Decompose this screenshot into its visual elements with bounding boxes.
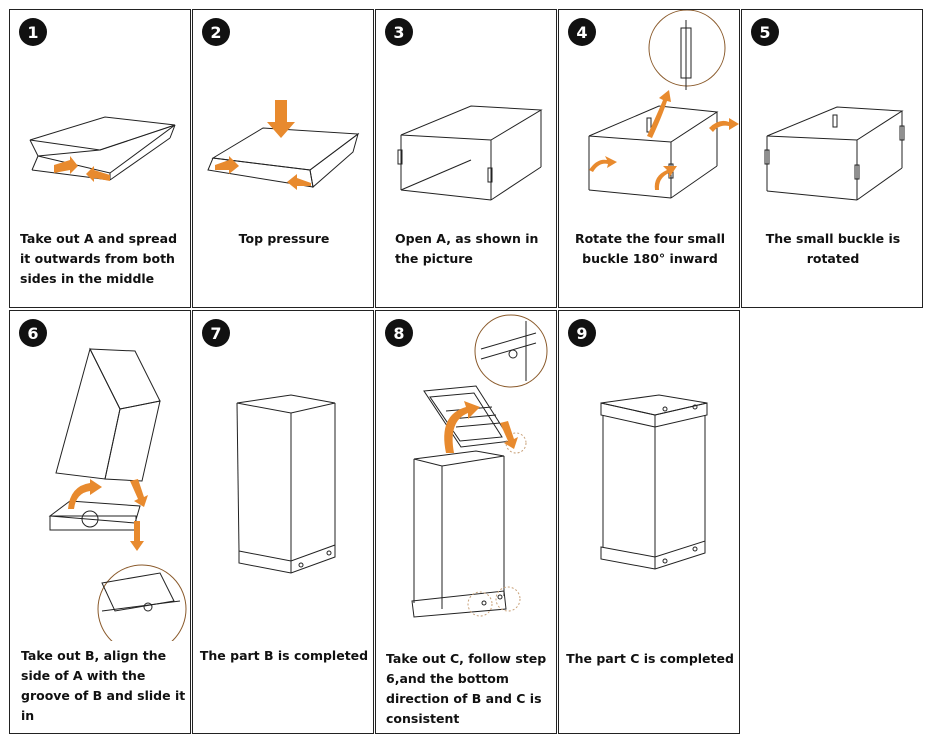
step-1-illustration (29, 116, 176, 182)
step-1-panel: 1 Take out A and spread it outwards from… (9, 9, 191, 308)
step-3-illustration (397, 105, 543, 201)
step-4-panel: 4 Rotate the four small buckle 180° inwa… (558, 9, 740, 308)
step-2-panel: 2 Top pressure (192, 9, 374, 308)
step-8-number-badge: 8 (385, 319, 413, 347)
step-6-caption: Take out B, align the side of A with the… (21, 648, 186, 723)
step-4-caption: Rotate the four small buckle 180° inward (574, 231, 726, 266)
step-5-panel: 5 The small buckle is rotated (741, 9, 923, 308)
step-6-illustration (48, 347, 187, 641)
step-2-illustration (207, 100, 360, 190)
step-7-illustration (236, 394, 336, 574)
step-2-number-badge: 2 (202, 18, 230, 46)
step-3-number-badge: 3 (385, 18, 413, 46)
step-9-caption: The part C is completed (566, 651, 734, 666)
step-3-caption: Open A, as shown in the picture (395, 231, 539, 266)
step-8-panel: 8 Take out C, foll (375, 310, 557, 734)
step-1-caption: Take out A and spread it outwards from b… (20, 231, 178, 286)
step-6-panel: 6 Take out B, align the side of A with t… (9, 310, 191, 734)
step-7-panel: 7 The part B is completed (192, 310, 374, 734)
step-6-number-badge: 6 (19, 319, 47, 347)
step-9-panel: 9 The part C is completed (558, 310, 740, 734)
step-5-number-badge: 5 (751, 18, 779, 46)
step-4-illustration (588, 10, 739, 199)
step-2-caption: Top pressure (238, 231, 330, 246)
step-9-number-badge: 9 (568, 319, 596, 347)
step-3-panel: 3 Open A, as shown in the picture (375, 9, 557, 308)
step-9-illustration (600, 394, 708, 570)
step-7-caption: The part B is completed (199, 648, 369, 663)
step-1-number-badge: 1 (19, 18, 47, 46)
step-7-number-badge: 7 (202, 319, 230, 347)
step-5-illustration (764, 106, 905, 201)
step-4-number-badge: 4 (568, 18, 596, 46)
step-5-caption: The small buckle is rotated (765, 231, 901, 266)
step-8-caption: Take out C, follow step 6,and the bottom… (386, 651, 547, 726)
step-8-illustration (411, 314, 548, 618)
